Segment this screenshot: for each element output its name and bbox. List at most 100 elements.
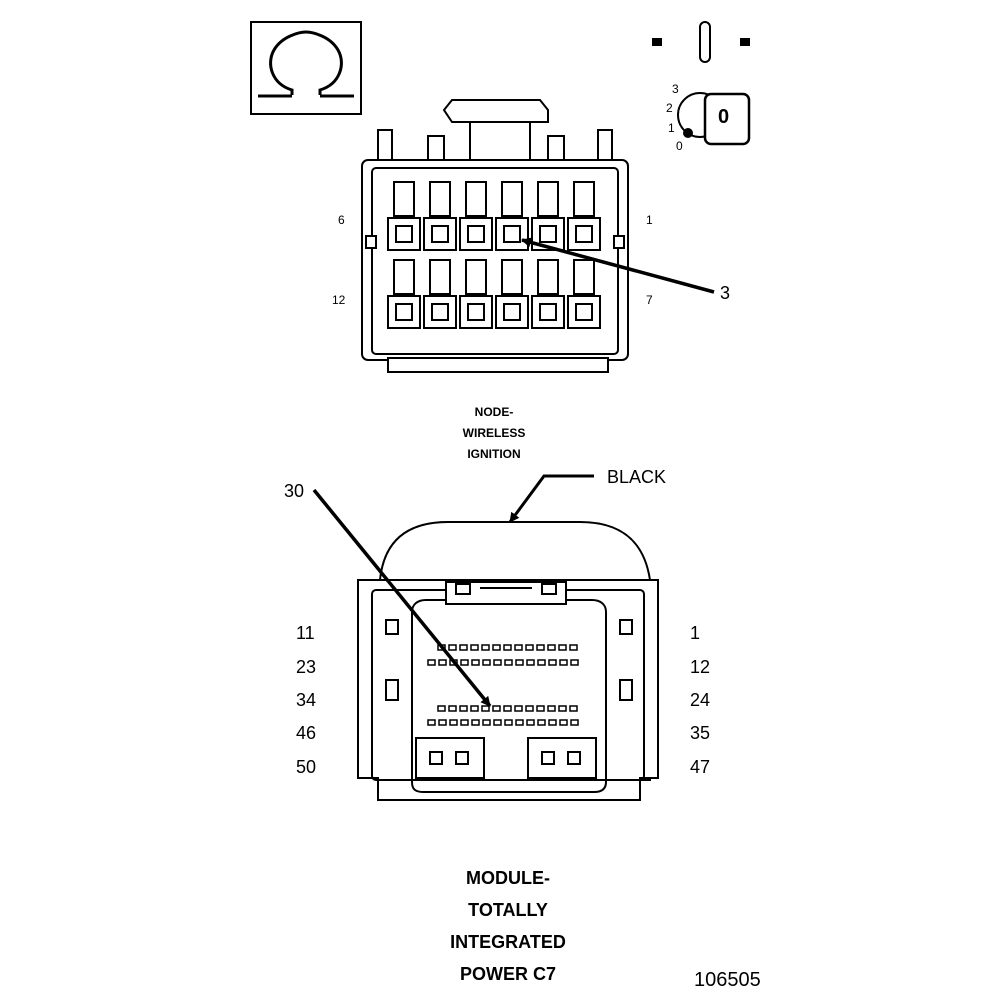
bottom-pin-slot bbox=[559, 659, 568, 666]
bottom-pin-slot bbox=[525, 644, 534, 651]
bottom-pin-slot bbox=[438, 719, 447, 726]
top-pin-label-12: 12 bbox=[332, 293, 346, 307]
bottom-pin-slot bbox=[548, 659, 557, 666]
bottom-pin-slot bbox=[493, 659, 502, 666]
bottom-pin-label-12: 12 bbox=[690, 657, 711, 677]
ignition-position-0: 0 bbox=[676, 139, 683, 153]
callout-30-label: 30 bbox=[284, 481, 305, 501]
top-title-line-2: WIRELESS bbox=[462, 426, 526, 440]
bottom-pin-slot bbox=[427, 719, 436, 726]
ignition-key-label: 0 bbox=[718, 106, 730, 128]
bottom-pin-slot bbox=[482, 659, 491, 666]
bottom-pin-label-34: 34 bbox=[296, 690, 317, 710]
bottom-pin-slot bbox=[559, 719, 568, 726]
bottom-pin-slot bbox=[503, 644, 512, 651]
bottom-pin-label-46: 46 bbox=[296, 723, 317, 743]
bottom-pin-label-23: 23 bbox=[296, 657, 317, 677]
bottom-title-line-1: MODULE- bbox=[465, 868, 550, 888]
black-color-label: BLACK bbox=[607, 467, 667, 487]
bottom-pin-slot bbox=[492, 705, 501, 712]
top-pin-cavity bbox=[567, 259, 601, 329]
bottom-pin-slot bbox=[460, 659, 469, 666]
bottom-pin-slot bbox=[515, 719, 524, 726]
bottom-pin-slot bbox=[459, 705, 468, 712]
bottom-pin-slot bbox=[481, 705, 490, 712]
bottom-pin-slot bbox=[448, 644, 457, 651]
bottom-pin-slot bbox=[503, 705, 512, 712]
bottom-pin-slot bbox=[459, 644, 468, 651]
top-pin-label-6: 6 bbox=[338, 213, 345, 227]
top-pin-cavity bbox=[495, 259, 529, 329]
bottom-pin-slot bbox=[547, 644, 556, 651]
top-pin-cavity bbox=[423, 181, 457, 251]
top-pin-cavity bbox=[387, 181, 421, 251]
bottom-title-line-3: INTEGRATED bbox=[450, 932, 566, 952]
top-title-line-1: NODE- bbox=[474, 405, 514, 419]
bottom-pin-label-35: 35 bbox=[690, 723, 711, 743]
callout-3-label: 3 bbox=[720, 283, 731, 303]
bottom-pin-slot bbox=[504, 719, 513, 726]
top-pin-cavity bbox=[531, 181, 565, 251]
bottom-pin-slot bbox=[570, 659, 579, 666]
top-pin-cavity bbox=[531, 259, 565, 329]
bottom-pin-slot bbox=[437, 705, 446, 712]
bottom-pin-slot bbox=[525, 705, 534, 712]
bottom-pin-slot bbox=[548, 719, 557, 726]
bottom-pin-slot bbox=[547, 705, 556, 712]
bottom-pin-slot bbox=[569, 705, 578, 712]
top-title-line-3: IGNITION bbox=[467, 447, 521, 461]
bottom-pin-slot bbox=[460, 719, 469, 726]
bottom-pin-slot bbox=[470, 705, 479, 712]
bottom-pin-slot bbox=[438, 659, 447, 666]
bottom-pin-slot bbox=[471, 719, 480, 726]
bottom-title-line-2: TOTALLY bbox=[468, 900, 548, 920]
top-pin-cavity bbox=[387, 259, 421, 329]
bottom-pin-slot bbox=[558, 705, 567, 712]
bottom-pin-label-24: 24 bbox=[690, 690, 711, 710]
top-pin-label-1: 1 bbox=[646, 213, 653, 227]
callout-30-leader bbox=[312, 488, 492, 708]
bottom-pin-slot bbox=[471, 659, 480, 666]
ignition-position-3: 3 bbox=[672, 82, 679, 96]
bottom-pin-label-50: 50 bbox=[296, 757, 317, 777]
bottom-pin-slot bbox=[558, 644, 567, 651]
bottom-title-line-4: POWER C7 bbox=[459, 964, 557, 984]
bottom-pin-slot bbox=[526, 659, 535, 666]
bottom-pin-slot bbox=[514, 705, 523, 712]
top-connector-title: NODE- WIRELESS IGNITION bbox=[463, 402, 526, 465]
bottom-pin-slot bbox=[492, 644, 501, 651]
omega-symbol-icon bbox=[250, 21, 362, 115]
top-pin-label-7: 7 bbox=[646, 293, 653, 307]
callout-3-leader bbox=[521, 237, 715, 294]
bottom-connector-pin-grid bbox=[427, 644, 579, 726]
bottom-pin-slot bbox=[482, 719, 491, 726]
bottom-pin-slot bbox=[481, 644, 490, 651]
bottom-pin-slot bbox=[493, 719, 502, 726]
bottom-pin-slot bbox=[537, 719, 546, 726]
bottom-pin-slot bbox=[526, 719, 535, 726]
bottom-pin-slot bbox=[536, 705, 545, 712]
bottom-pin-slot bbox=[427, 659, 436, 666]
bottom-pin-slot bbox=[514, 644, 523, 651]
bottom-pin-slot bbox=[515, 659, 524, 666]
bottom-pin-slot bbox=[570, 719, 579, 726]
top-pin-cavity bbox=[567, 181, 601, 251]
black-color-leader bbox=[508, 474, 594, 523]
top-pin-cavity bbox=[459, 181, 493, 251]
top-pin-cavity bbox=[459, 259, 493, 329]
ignition-position-2: 2 bbox=[666, 101, 673, 115]
bottom-pin-slot bbox=[536, 644, 545, 651]
bottom-pin-slot bbox=[449, 719, 458, 726]
bottom-pin-slot bbox=[504, 659, 513, 666]
bottom-pin-slot bbox=[470, 644, 479, 651]
top-pin-cavity bbox=[495, 181, 529, 251]
bottom-connector-title: MODULE- TOTALLY INTEGRATED POWER C7 bbox=[450, 862, 566, 990]
bottom-pin-slot bbox=[537, 659, 546, 666]
ignition-key-icon bbox=[652, 21, 751, 146]
figure-number: 106505 bbox=[694, 969, 761, 991]
bottom-pin-slot bbox=[448, 705, 457, 712]
bottom-pin-slot bbox=[569, 644, 578, 651]
bottom-pin-label-47: 47 bbox=[690, 757, 711, 777]
